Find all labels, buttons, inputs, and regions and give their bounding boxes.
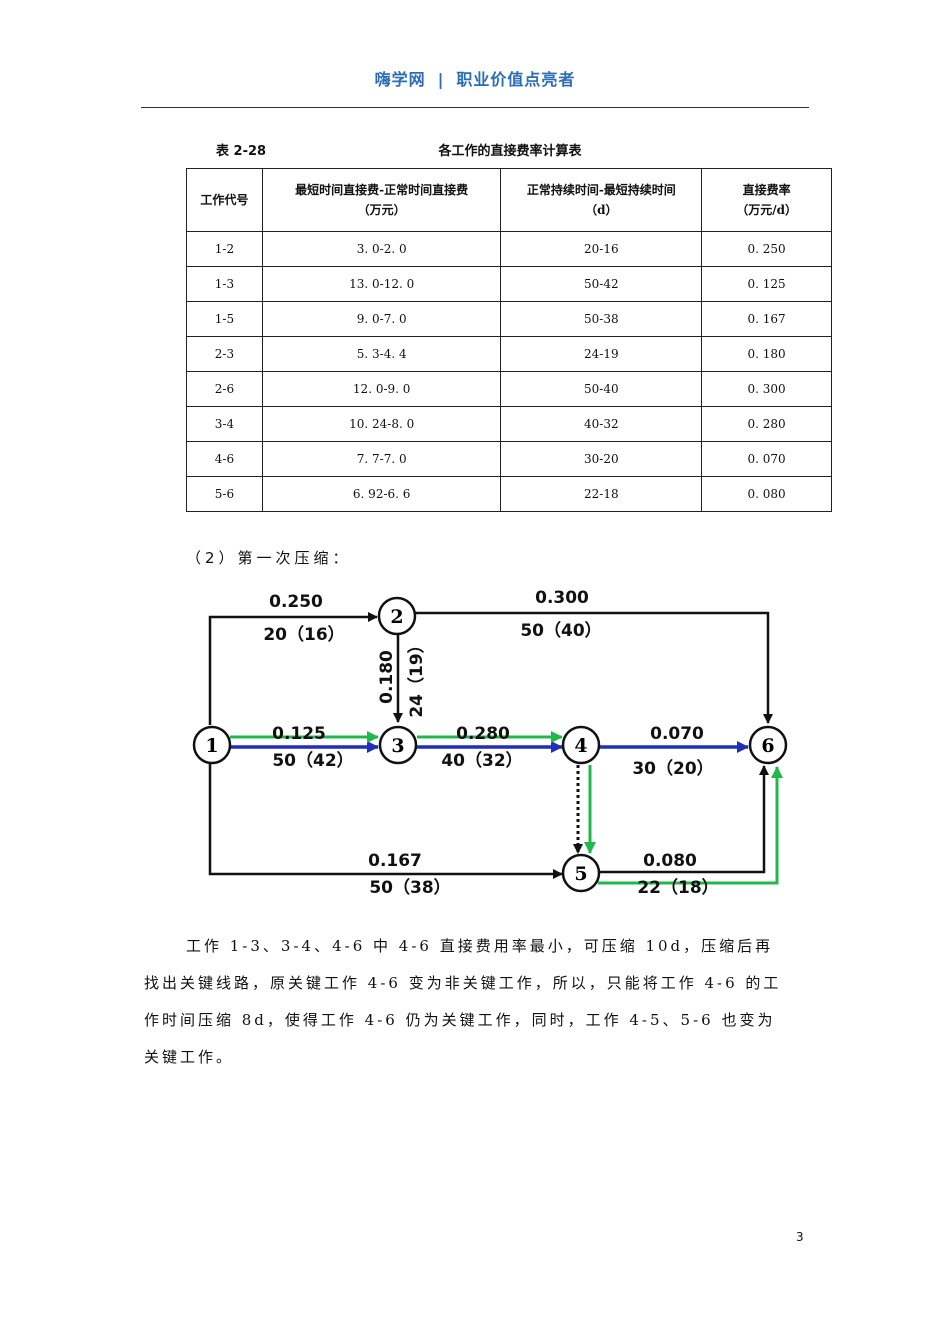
table-cell: 9. 0-7. 0: [261, 301, 502, 337]
label-4-6-rate: 0.070: [650, 724, 704, 744]
table-cell: 5-6: [186, 476, 263, 512]
table-title: 各工作的直接费率计算表: [438, 144, 582, 159]
col-header-cost: 最短时间直接费-正常时间直接费（万元）: [261, 168, 502, 232]
table-cell: 3-4: [186, 406, 263, 442]
table-cell: 0. 250: [701, 231, 832, 267]
table-cell: 20-16: [500, 231, 703, 267]
svg-text:2: 2: [390, 606, 403, 628]
table-cell: 0. 280: [701, 406, 832, 442]
table-cell: 24-19: [500, 336, 703, 372]
header-separator: |: [437, 70, 445, 89]
table-cell: 40-32: [500, 406, 703, 442]
table-cell: 1-5: [186, 301, 263, 337]
table-header-row: 工作代号 最短时间直接费-正常时间直接费（万元） 正常持续时间-最短持续时间（d…: [186, 168, 832, 232]
table-cell: 7. 7-7. 0: [261, 441, 502, 477]
table-number: 表 2-28: [216, 144, 267, 159]
table-cell: 0. 125: [701, 266, 832, 302]
table-cell: 12. 0-9. 0: [261, 371, 502, 407]
label-1-2-rate: 0.250: [269, 592, 323, 612]
svg-text:6: 6: [761, 735, 774, 757]
site-name: 嗨学网: [374, 70, 426, 89]
col-header-rate: 直接费率（万元/d）: [701, 168, 832, 232]
page-header: 嗨学网 | 职业价值点亮者: [0, 66, 950, 90]
table-caption: 各工作的直接费率计算表 表 2-28: [188, 140, 832, 160]
label-4-6-duration: 30（20）: [632, 758, 713, 779]
label-2-6-duration: 50（40）: [520, 620, 601, 641]
table-cell: 1-3: [186, 266, 263, 302]
table-cell: 2-6: [186, 371, 263, 407]
table-cell: 30-20: [500, 441, 703, 477]
edge-2-6: [415, 611, 773, 724]
table-cell: 50-38: [500, 301, 703, 337]
svg-text:4: 4: [574, 735, 587, 757]
node-1: 1: [192, 725, 232, 765]
table-cell: 4-6: [186, 441, 263, 477]
edge-5-6: [600, 765, 769, 874]
label-1-2-duration: 20（16）: [263, 624, 344, 645]
col-header-code: 工作代号: [186, 168, 263, 232]
rate-table: 工作代号 最短时间直接费-正常时间直接费（万元） 正常持续时间-最短持续时间（d…: [186, 168, 832, 512]
table-cell: 5. 3-4. 4: [261, 336, 502, 372]
header-rule: [141, 107, 809, 108]
svg-text:5: 5: [574, 863, 587, 885]
node-3: 3: [378, 725, 418, 765]
label-1-5-duration: 50（38）: [369, 877, 450, 898]
table-cell: 10. 24-8. 0: [261, 406, 502, 442]
col-header-duration: 正常持续时间-最短持续时间（d）: [500, 168, 703, 232]
label-2-6-rate: 0.300: [535, 588, 589, 608]
table-cell: 6. 92-6. 6: [261, 476, 502, 512]
network-diagram: 1 2 3 4 5 6 0.250 20（16） 0.300 50（40） 0.…: [192, 588, 788, 898]
table-cell: 0. 167: [701, 301, 832, 337]
page-number: 3: [796, 1230, 804, 1244]
label-2-3-rate: 0.180: [377, 650, 397, 704]
table-cell: 0. 070: [701, 441, 832, 477]
label-1-5-rate: 0.167: [368, 851, 422, 871]
site-slogan: 职业价值点亮者: [456, 70, 576, 89]
table-cell: 0. 080: [701, 476, 832, 512]
table-cell: 0. 180: [701, 336, 832, 372]
svg-text:1: 1: [205, 735, 218, 757]
edge-1-5: [208, 763, 563, 879]
table-cell: 3. 0-2. 0: [261, 231, 502, 267]
body-paragraph: 工作 1-3、3-4、4-6 中 4-6 直接费用率最小，可压缩 10d，压缩后…: [144, 937, 782, 1066]
table-cell: 2-3: [186, 336, 263, 372]
node-2: 2: [377, 596, 417, 636]
table-cell: 13. 0-12. 0: [261, 266, 502, 302]
table-cell: 0. 300: [701, 371, 832, 407]
edge-5-6-green: [598, 766, 783, 885]
section-subheading: （2）第一次压缩：: [186, 549, 352, 567]
node-6: 6: [748, 725, 788, 765]
label-3-4-rate: 0.280: [456, 724, 510, 744]
label-1-3-duration: 50（42）: [272, 750, 353, 771]
label-5-6-rate: 0.080: [643, 851, 697, 871]
label-5-6-duration: 22（18）: [637, 877, 718, 898]
svg-text:3: 3: [391, 735, 404, 757]
label-3-4-duration: 40（32）: [441, 750, 522, 771]
table-cell: 50-40: [500, 371, 703, 407]
label-1-3-rate: 0.125: [272, 724, 326, 744]
label-2-3-duration: 24（19）: [406, 636, 427, 717]
table-cell: 1-2: [186, 231, 263, 267]
node-5: 5: [561, 853, 601, 893]
table-cell: 22-18: [500, 476, 703, 512]
node-4: 4: [561, 725, 601, 765]
edge-1-2: [208, 612, 378, 725]
table-cell: 50-42: [500, 266, 703, 302]
